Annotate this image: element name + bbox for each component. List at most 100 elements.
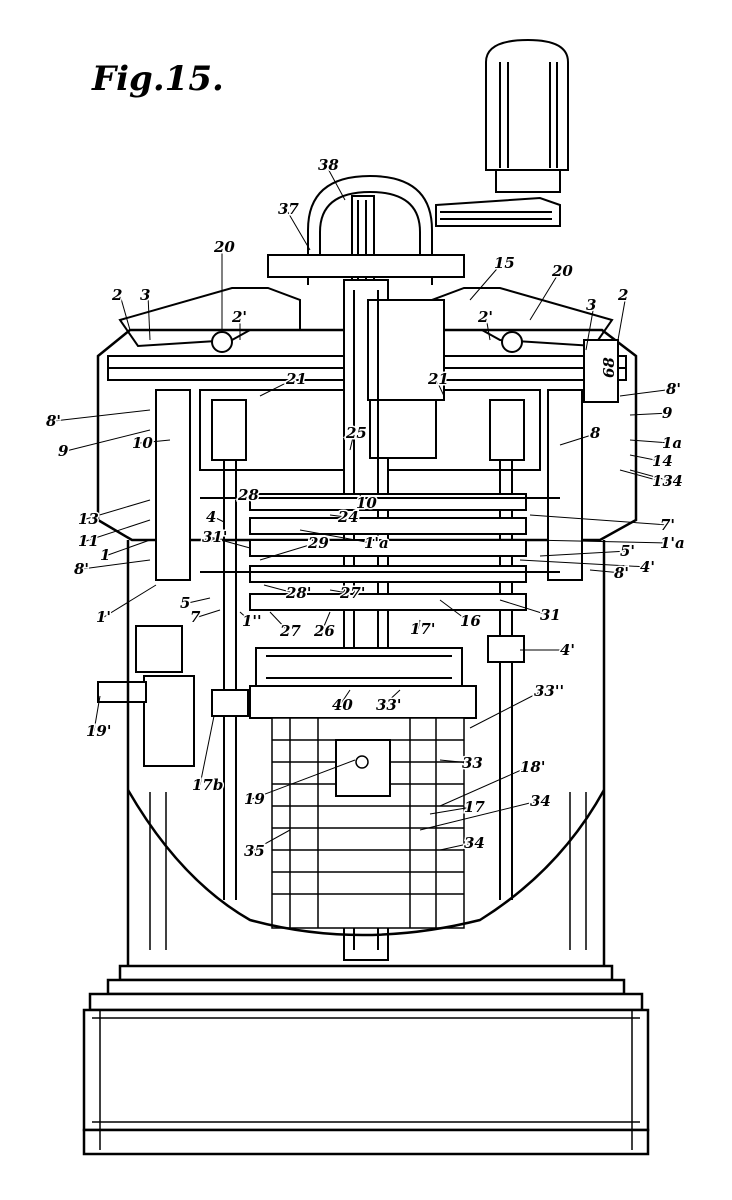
- reference-numeral: 20: [213, 238, 235, 256]
- reference-numeral: 28: [237, 486, 259, 504]
- leader-line: [329, 589, 349, 594]
- reference-numeral: 8': [666, 380, 681, 398]
- reference-numeral: 5: [180, 594, 190, 612]
- reference-numeral: 15: [494, 254, 515, 272]
- reference-numeral: 8': [74, 560, 89, 578]
- reference-numeral: 18': [520, 758, 545, 776]
- reference-numeral: 38: [318, 156, 339, 174]
- leader-line: [199, 715, 215, 786]
- leader-line: [439, 766, 529, 807]
- reference-numeral: 7': [660, 516, 675, 534]
- reference-numeral: 8': [614, 564, 629, 582]
- leader-line: [81, 559, 151, 570]
- reference-numeral: 1': [96, 608, 111, 626]
- leader-line: [251, 759, 356, 800]
- leader-line: [469, 262, 503, 301]
- reference-numeral: 2: [617, 286, 628, 304]
- leader-line: [439, 599, 469, 622]
- reference-numeral: 1'': [242, 612, 262, 630]
- leader-line: [147, 294, 151, 341]
- reference-numeral: 5': [620, 542, 635, 560]
- reference-numeral: 24: [337, 508, 359, 526]
- reference-numeral: 26: [313, 622, 335, 640]
- reference-numeral: 19: [244, 790, 265, 808]
- reference-numeral: 40: [332, 696, 353, 714]
- leader-line: [629, 412, 671, 416]
- reference-numeral: 9: [662, 404, 673, 422]
- reference-numeral: 17b: [192, 776, 223, 794]
- reference-numeral: 1: [100, 546, 110, 564]
- leader-line: [107, 539, 151, 556]
- leader-line: [85, 499, 151, 520]
- reference-numeral: 33': [376, 696, 401, 714]
- dome-cap: [267, 174, 465, 289]
- reference-numeral: 33'': [534, 682, 564, 700]
- reference-numeral: 31: [540, 606, 561, 624]
- leader-line: [321, 611, 331, 632]
- reference-numeral: 16: [460, 612, 481, 630]
- reference-numeral: 34: [530, 792, 551, 810]
- reference-numeral: 13: [652, 472, 673, 490]
- reference-numeral: 31': [202, 528, 227, 546]
- base: [82, 964, 650, 1156]
- reference-numeral: 10: [132, 434, 153, 452]
- body-cylinder: [126, 540, 606, 970]
- leader-line: [349, 432, 355, 451]
- leader-line: [439, 842, 473, 851]
- leader-line: [485, 316, 491, 341]
- leader-line: [619, 388, 675, 397]
- reference-numeral: 37: [278, 200, 299, 218]
- leader-line: [629, 454, 661, 462]
- reference-numeral: 4': [640, 558, 655, 576]
- reference-numeral: 7: [190, 608, 201, 626]
- leader-line: [299, 529, 373, 544]
- leader-line: [469, 690, 543, 729]
- leader-line: [435, 378, 445, 397]
- reference-numeral: 1a: [662, 434, 682, 452]
- reference-numeral: 1'a: [364, 534, 389, 552]
- leader-line: [263, 584, 295, 594]
- leader-line: [629, 439, 671, 444]
- leader-line: [259, 378, 295, 397]
- reference-numeral: 34: [464, 834, 485, 852]
- leader-line: [209, 536, 251, 549]
- leader-line: [325, 164, 346, 201]
- leader-line: [329, 514, 347, 518]
- reference-numeral: 9: [58, 442, 69, 460]
- leader-line: [529, 270, 561, 321]
- leader-line: [269, 611, 289, 632]
- leader-line: [559, 432, 599, 446]
- leader-line: [619, 469, 661, 482]
- reference-numeral: 4': [560, 641, 575, 659]
- side-columns: [155, 389, 583, 900]
- reference-numeral: 11: [78, 532, 99, 550]
- reference-numeral: 17: [464, 798, 485, 816]
- leader-line: [65, 429, 151, 452]
- leader-line: [539, 550, 629, 557]
- lower-cage: [271, 717, 465, 929]
- reference-numeral: 3: [586, 296, 596, 314]
- reference-numeral: 14: [652, 452, 673, 470]
- reference-numeral: 28': [285, 584, 311, 602]
- leader-line: [617, 294, 627, 341]
- reference-numeral: 4: [206, 508, 216, 526]
- reference-numeral: 27': [339, 584, 365, 602]
- reference-numeral: 3: [140, 286, 150, 304]
- leader-line: [85, 519, 151, 542]
- leader-line: [439, 759, 471, 764]
- leader-line: [213, 516, 225, 523]
- reference-numeral: 10: [356, 494, 377, 512]
- reference-numeral: 17': [410, 620, 435, 638]
- reference-numeral: 35: [244, 842, 265, 860]
- leader-line: [259, 542, 317, 561]
- leader-line: [339, 689, 351, 706]
- reference-numeral: 8': [46, 412, 61, 430]
- reference-numeral: 21: [285, 370, 307, 388]
- leader-line: [519, 559, 649, 568]
- reference-numeral: 29: [307, 534, 329, 552]
- leader-line: [629, 469, 671, 482]
- figure-label: Fig.15.: [91, 59, 224, 99]
- leader-line: [53, 409, 151, 422]
